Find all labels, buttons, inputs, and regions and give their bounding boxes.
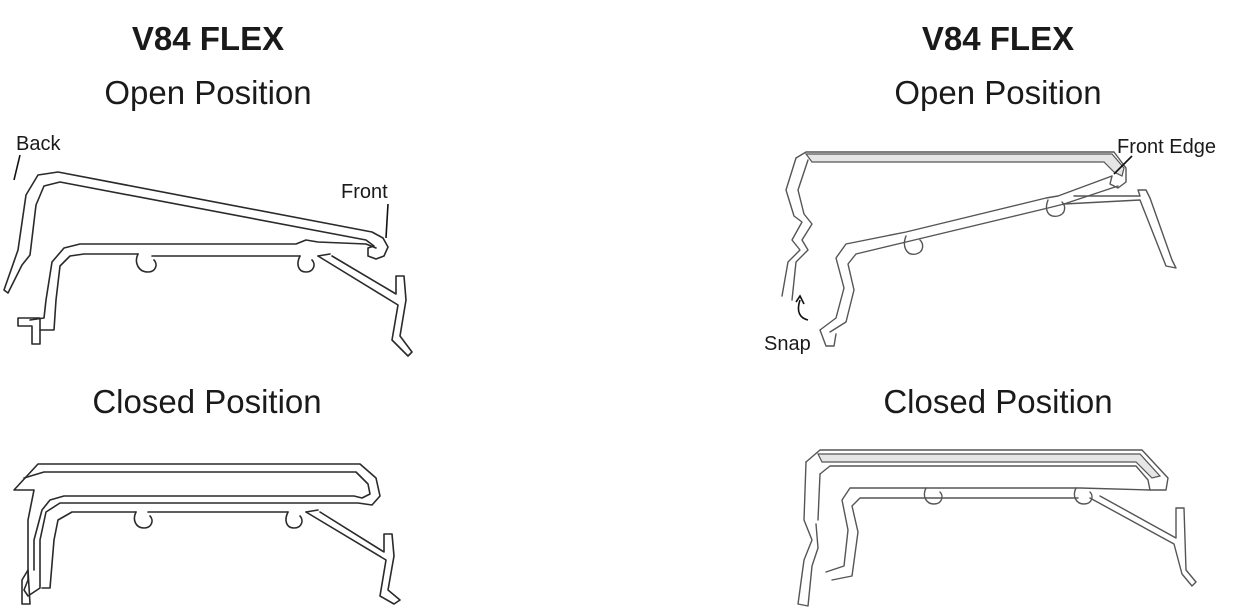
right-open-heading: Open Position [894,74,1102,111]
left-title: V84 FLEX [131,20,285,57]
left-closed-heading: Closed Position [92,383,322,420]
label-front: Front [341,181,388,203]
label-back: Back [16,133,61,155]
left-open-profile [3,154,413,357]
right-title: V84 FLEX [921,20,1075,57]
right-open-profile [781,151,1177,347]
label-front-edge: Front Edge [1117,136,1216,158]
right-closed-heading: Closed Position [883,383,1113,420]
left-open-heading: Open Position [104,74,312,111]
label-snap: Snap [764,333,811,355]
right-closed-profile [797,449,1197,607]
left-closed-profile [13,463,401,605]
